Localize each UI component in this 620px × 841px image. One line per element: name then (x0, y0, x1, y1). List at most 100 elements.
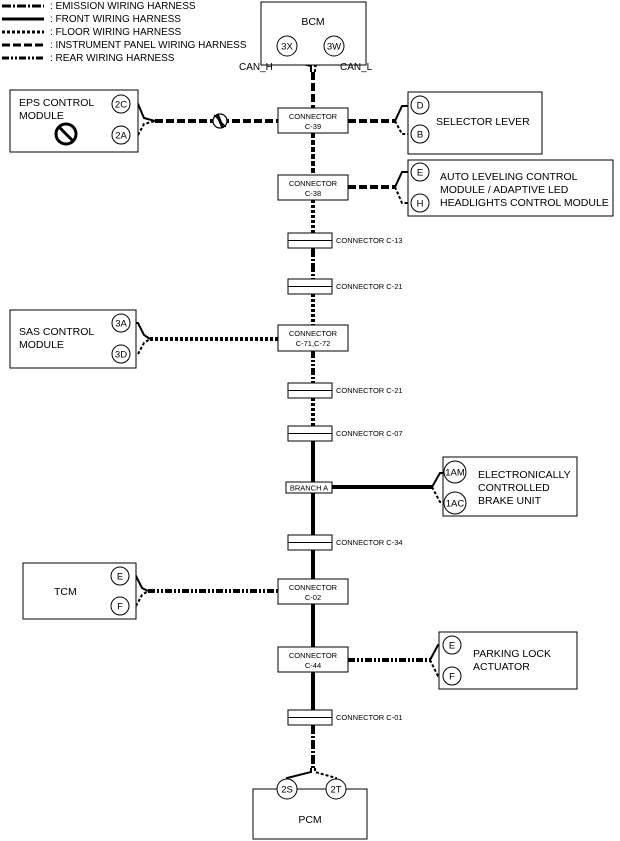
eps-pin-2a (111, 125, 131, 145)
svg-text:CONNECTOR: CONNECTOR (289, 583, 338, 592)
legend-front: : FRONT WIRING HARNESS (50, 14, 181, 25)
svg-text:BRANCH A: BRANCH A (290, 484, 328, 493)
svg-text:3W: 3W (327, 42, 341, 53)
parking-pin-e (442, 635, 462, 655)
svg-text:F: F (449, 672, 455, 683)
connector-c01: CONNECTOR C-01 (287, 709, 403, 726)
selector-lever-module: SELECTOR LEVER D B (407, 91, 543, 155)
bcm-label: BCM (301, 16, 324, 28)
connector-c02: CONNECTOR C-02 (277, 578, 349, 605)
svg-text:HEADLIGHTS CONTROL MODULE: HEADLIGHTS CONTROL MODULE (440, 197, 609, 209)
parking-lock-actuator-module: PARKING LOCK ACTUATOR E F (438, 631, 578, 690)
svg-text:TCM: TCM (54, 586, 77, 598)
svg-text:CONNECTOR C-01: CONNECTOR C-01 (336, 713, 403, 722)
eps-line (128, 103, 278, 136)
svg-text:3A: 3A (115, 319, 127, 330)
connector-c07: CONNECTOR C-07 (287, 425, 403, 442)
brake-line (332, 472, 455, 503)
legend-emission: : EMISSION WIRING HARNESS (50, 1, 196, 12)
svg-text:2C: 2C (115, 100, 127, 111)
selector-pin-d (410, 95, 430, 115)
sas-control-module: SAS CONTROL MODULE 3A 3D (9, 309, 137, 369)
bcm-pin-3x (276, 35, 298, 57)
svg-text:CONTROLLED: CONTROLLED (478, 482, 550, 494)
can-l-label: CAN_L (340, 62, 373, 73)
svg-text:CONNECTOR C-21: CONNECTOR C-21 (336, 282, 403, 291)
svg-text:SAS CONTROL: SAS CONTROL (19, 326, 94, 338)
tcm-pin-f (110, 596, 130, 616)
connector-c21-upper: CONNECTOR C-21 (287, 278, 403, 295)
auto-leveling-module: AUTO LEVELING CONTROL MODULE / ADAPTIVE … (407, 159, 614, 217)
pcm-label: PCM (298, 814, 321, 826)
tcm-line (126, 575, 278, 607)
sas-pin-3a (111, 313, 131, 333)
tcm-pin-e (110, 566, 130, 586)
legend: : EMISSION WIRING HARNESS : FRONT WIRING… (2, 1, 247, 64)
parking-pin-f (442, 666, 462, 686)
svg-text:CONNECTOR: CONNECTOR (289, 179, 338, 188)
svg-text:CONNECTOR C-13: CONNECTOR C-13 (336, 236, 403, 245)
svg-text:F: F (117, 602, 123, 613)
svg-text:C-39: C-39 (305, 122, 321, 131)
bcm-pin-3w (323, 35, 345, 57)
auto-leveling-pin-e (410, 162, 430, 182)
brake-unit-module: ELECTRONICALLY CONTROLLED BRAKE UNIT 1AM… (442, 456, 578, 517)
connector-c44: CONNECTOR C-44 (277, 646, 349, 673)
connector-c21-lower: CONNECTOR C-21 (287, 382, 403, 399)
pcm-pin-2s (276, 778, 298, 800)
connector-c71-c72: CONNECTOR C-71,C-72 (277, 324, 349, 352)
connector-c38: CONNECTOR C-38 (277, 174, 349, 201)
bcm-module: BCM 3X 3W (260, 1, 367, 66)
parking-line (348, 644, 452, 677)
pcm-pin-2t (325, 778, 347, 800)
svg-text:PARKING LOCK: PARKING LOCK (473, 648, 551, 660)
svg-text:CONNECTOR: CONNECTOR (289, 651, 338, 660)
can-h-label: CAN_H (239, 62, 273, 73)
pcm-module: PCM 2S 2T (252, 778, 368, 840)
svg-text:1AC: 1AC (446, 499, 465, 510)
svg-text:ACTUATOR: ACTUATOR (473, 661, 530, 673)
connector-c34: CONNECTOR C-34 (287, 534, 403, 551)
svg-text:E: E (449, 641, 455, 652)
svg-text:CONNECTOR: CONNECTOR (289, 112, 338, 121)
tcm-module: TCM E F (22, 562, 137, 620)
svg-text:CONNECTOR: CONNECTOR (289, 329, 338, 338)
svg-text:EPS CONTROL: EPS CONTROL (19, 97, 94, 109)
pcm-pigtails (286, 768, 337, 783)
eps-control-module: EPS CONTROL MODULE 2C 2A (9, 89, 139, 153)
svg-text:BRAKE UNIT: BRAKE UNIT (478, 495, 542, 507)
brake-pin-1am (443, 460, 467, 484)
svg-text:SELECTOR LEVER: SELECTOR LEVER (436, 116, 530, 128)
svg-text:MODULE: MODULE (19, 110, 64, 122)
svg-text:2T: 2T (330, 785, 341, 796)
auto-leveling-pin-h (410, 193, 430, 213)
connector-c39: CONNECTOR C-39 (277, 107, 349, 134)
svg-text:1AM: 1AM (445, 468, 465, 479)
svg-text:3D: 3D (115, 350, 127, 361)
svg-text:MODULE / ADAPTIVE LED: MODULE / ADAPTIVE LED (440, 184, 569, 196)
svg-text:B: B (417, 130, 423, 141)
selector-pin-b (410, 124, 430, 144)
svg-text:MODULE: MODULE (19, 339, 64, 351)
svg-text:E: E (417, 168, 423, 179)
svg-text:C-38: C-38 (305, 189, 321, 198)
sas-line (128, 322, 278, 355)
svg-text:CONNECTOR C-34: CONNECTOR C-34 (336, 538, 403, 547)
svg-text:C-44: C-44 (305, 661, 321, 670)
legend-instrument: : INSTRUMENT PANEL WIRING HARNESS (50, 40, 247, 51)
svg-text:H: H (417, 199, 424, 210)
svg-text:CONNECTOR C-21: CONNECTOR C-21 (336, 386, 403, 395)
prohibited-icon (54, 122, 78, 146)
svg-text:C-02: C-02 (305, 593, 321, 602)
connector-c13: CONNECTOR C-13 (287, 232, 403, 249)
svg-text:ELECTRONICALLY: ELECTRONICALLY (478, 469, 571, 481)
eps-pin-2c (111, 94, 131, 114)
svg-text:AUTO LEVELING CONTROL: AUTO LEVELING CONTROL (440, 171, 578, 183)
brake-pin-1ac (443, 491, 467, 515)
branch-a: BRANCH A (285, 481, 333, 494)
svg-text:2S: 2S (281, 785, 293, 796)
svg-text:2A: 2A (115, 131, 127, 142)
svg-text:CONNECTOR C-07: CONNECTOR C-07 (336, 429, 403, 438)
legend-floor: : FLOOR WIRING HARNESS (50, 27, 181, 38)
